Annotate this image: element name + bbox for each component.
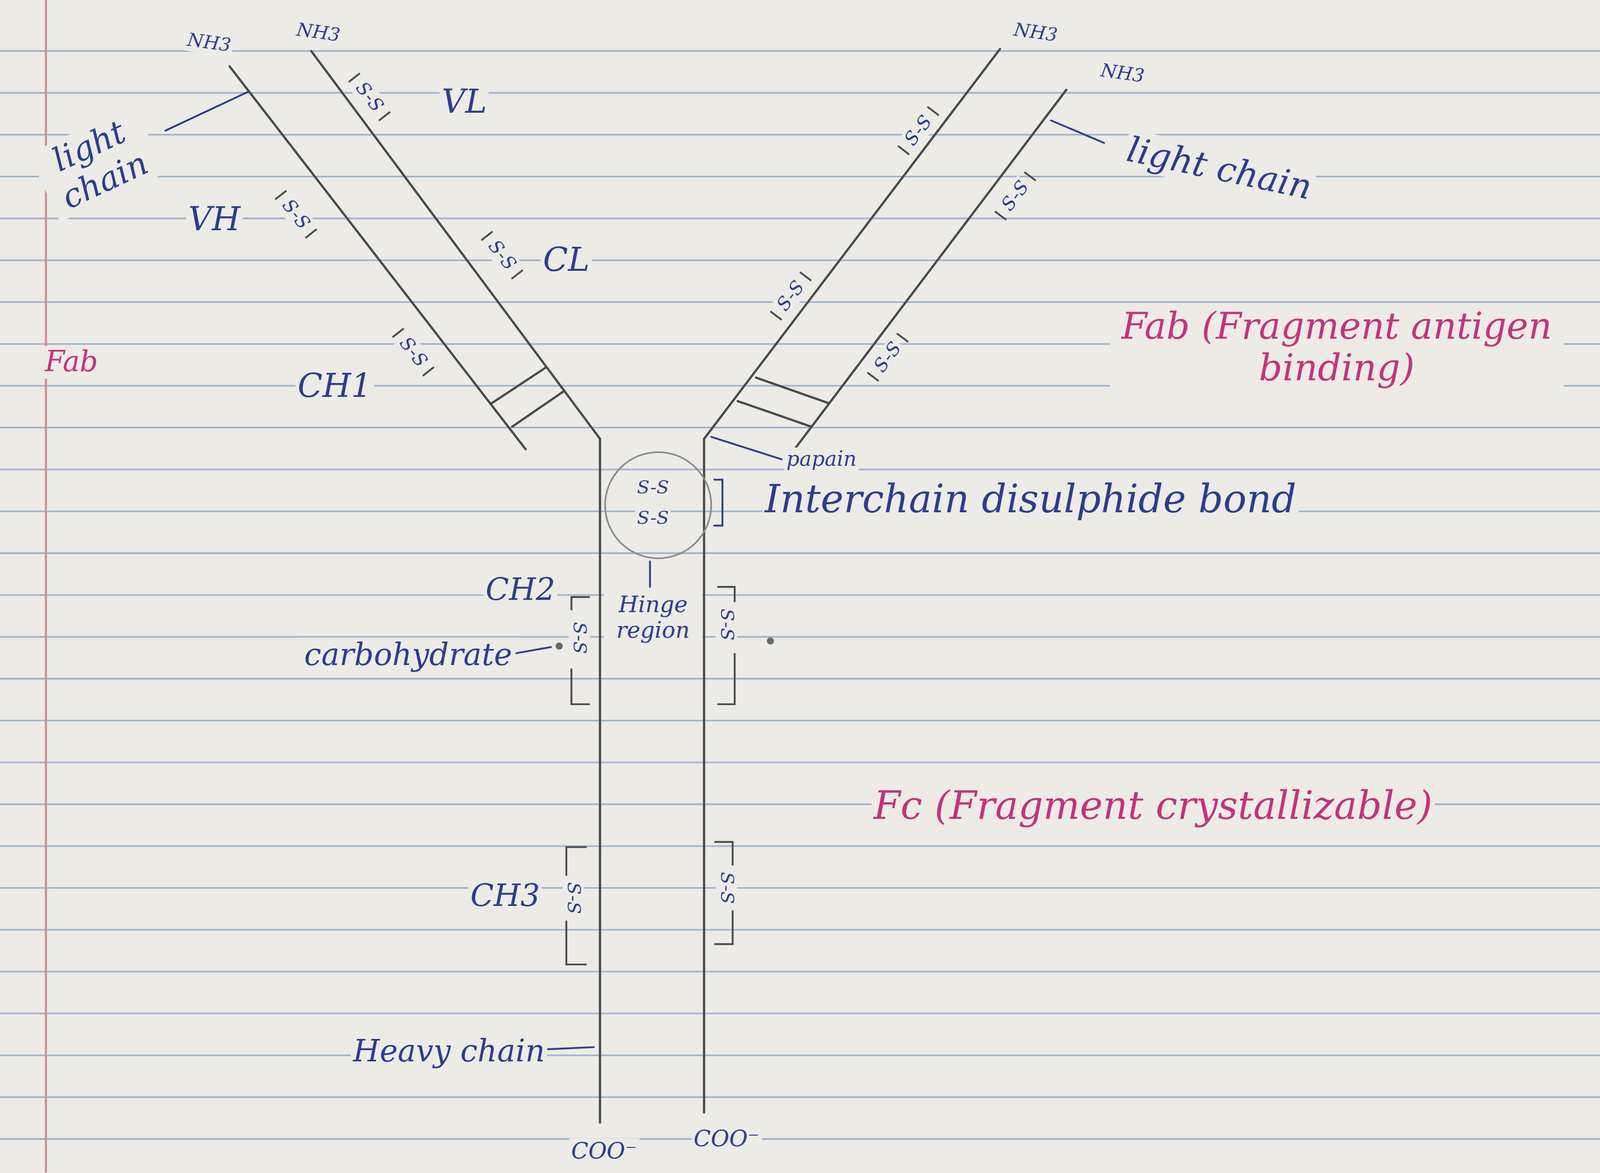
carbohydrate-dot	[766, 637, 774, 645]
domain-divider	[756, 377, 829, 404]
leader-line	[1051, 120, 1104, 143]
fragment-label: Fab	[42, 346, 100, 380]
ruled-line	[0, 928, 1600, 931]
disulphide-label: S-S	[634, 477, 672, 499]
terminal-label: COO⁻	[569, 1138, 640, 1164]
bracket-tick	[1024, 171, 1036, 181]
domain-label: VH	[186, 200, 243, 239]
ruled-line	[0, 844, 1600, 847]
disulphide-label: S-S	[569, 619, 591, 656]
terminal-label: COO⁻	[691, 1125, 762, 1152]
disulphide-label: S-S	[716, 606, 738, 643]
chain-line	[703, 49, 1000, 439]
ruled-line	[0, 970, 1600, 972]
leader-line	[165, 91, 249, 131]
domain-divider	[512, 390, 564, 427]
antibody-outline	[229, 49, 1067, 1123]
fragment-label: Fab (Fragment antigen binding)	[1110, 304, 1564, 390]
chain-line	[598, 438, 601, 1123]
ruled-line	[0, 552, 1600, 554]
terminal-label: NH3	[293, 18, 344, 47]
terminal-label: NH3	[1010, 18, 1061, 47]
chain-label: Heavy chain	[350, 1033, 547, 1069]
ruled-line	[0, 175, 1600, 178]
leader-line	[648, 561, 651, 587]
leader-lines	[165, 91, 1105, 1049]
domain-divider	[491, 367, 546, 404]
bracket-tick	[897, 145, 909, 155]
domain-label: CH1	[295, 366, 374, 405]
disulphide-label: S-S	[771, 275, 811, 317]
ruled-line	[0, 50, 1600, 52]
disulphide-label: S-S	[634, 507, 672, 530]
domain-label: CH3	[468, 878, 543, 914]
domain-label: CH2	[483, 571, 558, 608]
region-label: Hinge region	[604, 591, 702, 644]
terminal-label: NH3	[184, 28, 235, 57]
bond-label: Interchain disulphide bond	[762, 477, 1299, 523]
leader-line	[547, 1046, 594, 1049]
ruled-line	[0, 887, 1600, 889]
disulphide-label: S-S	[898, 110, 938, 152]
bracket-tick	[378, 111, 390, 121]
ruled-lines	[0, 51, 1600, 1140]
disulphide-label: S-S	[393, 331, 433, 373]
carbohydrate-label: carbohydrate	[302, 637, 515, 673]
ruled-line	[0, 1095, 1600, 1098]
chain-line	[702, 438, 705, 1113]
disulphide-label: S-S	[482, 234, 522, 277]
bracket-tick	[770, 311, 782, 320]
bracket-tick	[867, 372, 879, 381]
chain-line	[229, 66, 526, 450]
hinge-circle	[605, 451, 712, 559]
fragment-label: Fc (Fragment crystallizable)	[871, 783, 1435, 829]
bracket-tick	[275, 190, 287, 200]
ruled-line	[0, 426, 1600, 429]
bracket-tick	[511, 270, 523, 279]
bracket-tick	[896, 333, 908, 342]
disulphide-label: S-S	[562, 880, 585, 917]
hinge-circle-group	[605, 451, 712, 559]
chain-line	[790, 89, 1067, 454]
bracket-tick	[392, 328, 404, 337]
domain-label: CL	[540, 241, 592, 279]
enzyme-label: papain	[784, 447, 859, 472]
ruled-line	[0, 677, 1600, 680]
bracket	[714, 479, 723, 526]
ruled-line	[0, 1138, 1600, 1140]
bracket-tick	[422, 366, 435, 376]
leader-line	[711, 436, 782, 460]
terminal-label: NH3	[1097, 59, 1148, 88]
bracket-tick	[927, 106, 939, 116]
ruled-line	[0, 1054, 1600, 1056]
bracket-tick	[800, 271, 812, 281]
ruled-line	[0, 636, 1600, 638]
ruled-line	[0, 301, 1600, 303]
ruled-line	[0, 761, 1600, 764]
ruled-line	[0, 1012, 1600, 1015]
ruled-line	[0, 593, 1600, 596]
bracket	[717, 586, 735, 705]
bracket-tick	[305, 229, 317, 238]
ruled-line	[0, 719, 1600, 721]
carbohydrate-dot	[555, 642, 563, 650]
chain-label: light chain	[1121, 128, 1318, 208]
domain-label: VL	[439, 83, 489, 121]
domain-divider	[737, 401, 812, 427]
chain-label: light chain	[28, 104, 166, 222]
disulphide-label: S-S	[995, 175, 1035, 217]
leader-line	[516, 646, 552, 653]
ruled-line	[0, 91, 1600, 94]
ruled-line	[0, 259, 1600, 262]
bracket-tick	[348, 73, 360, 82]
ruled-line	[0, 134, 1600, 136]
disulphide-label: S-S	[716, 869, 738, 906]
disulphide-label: S-S	[276, 193, 316, 235]
bracket-tick	[481, 231, 493, 240]
bracket-tick	[994, 211, 1007, 221]
